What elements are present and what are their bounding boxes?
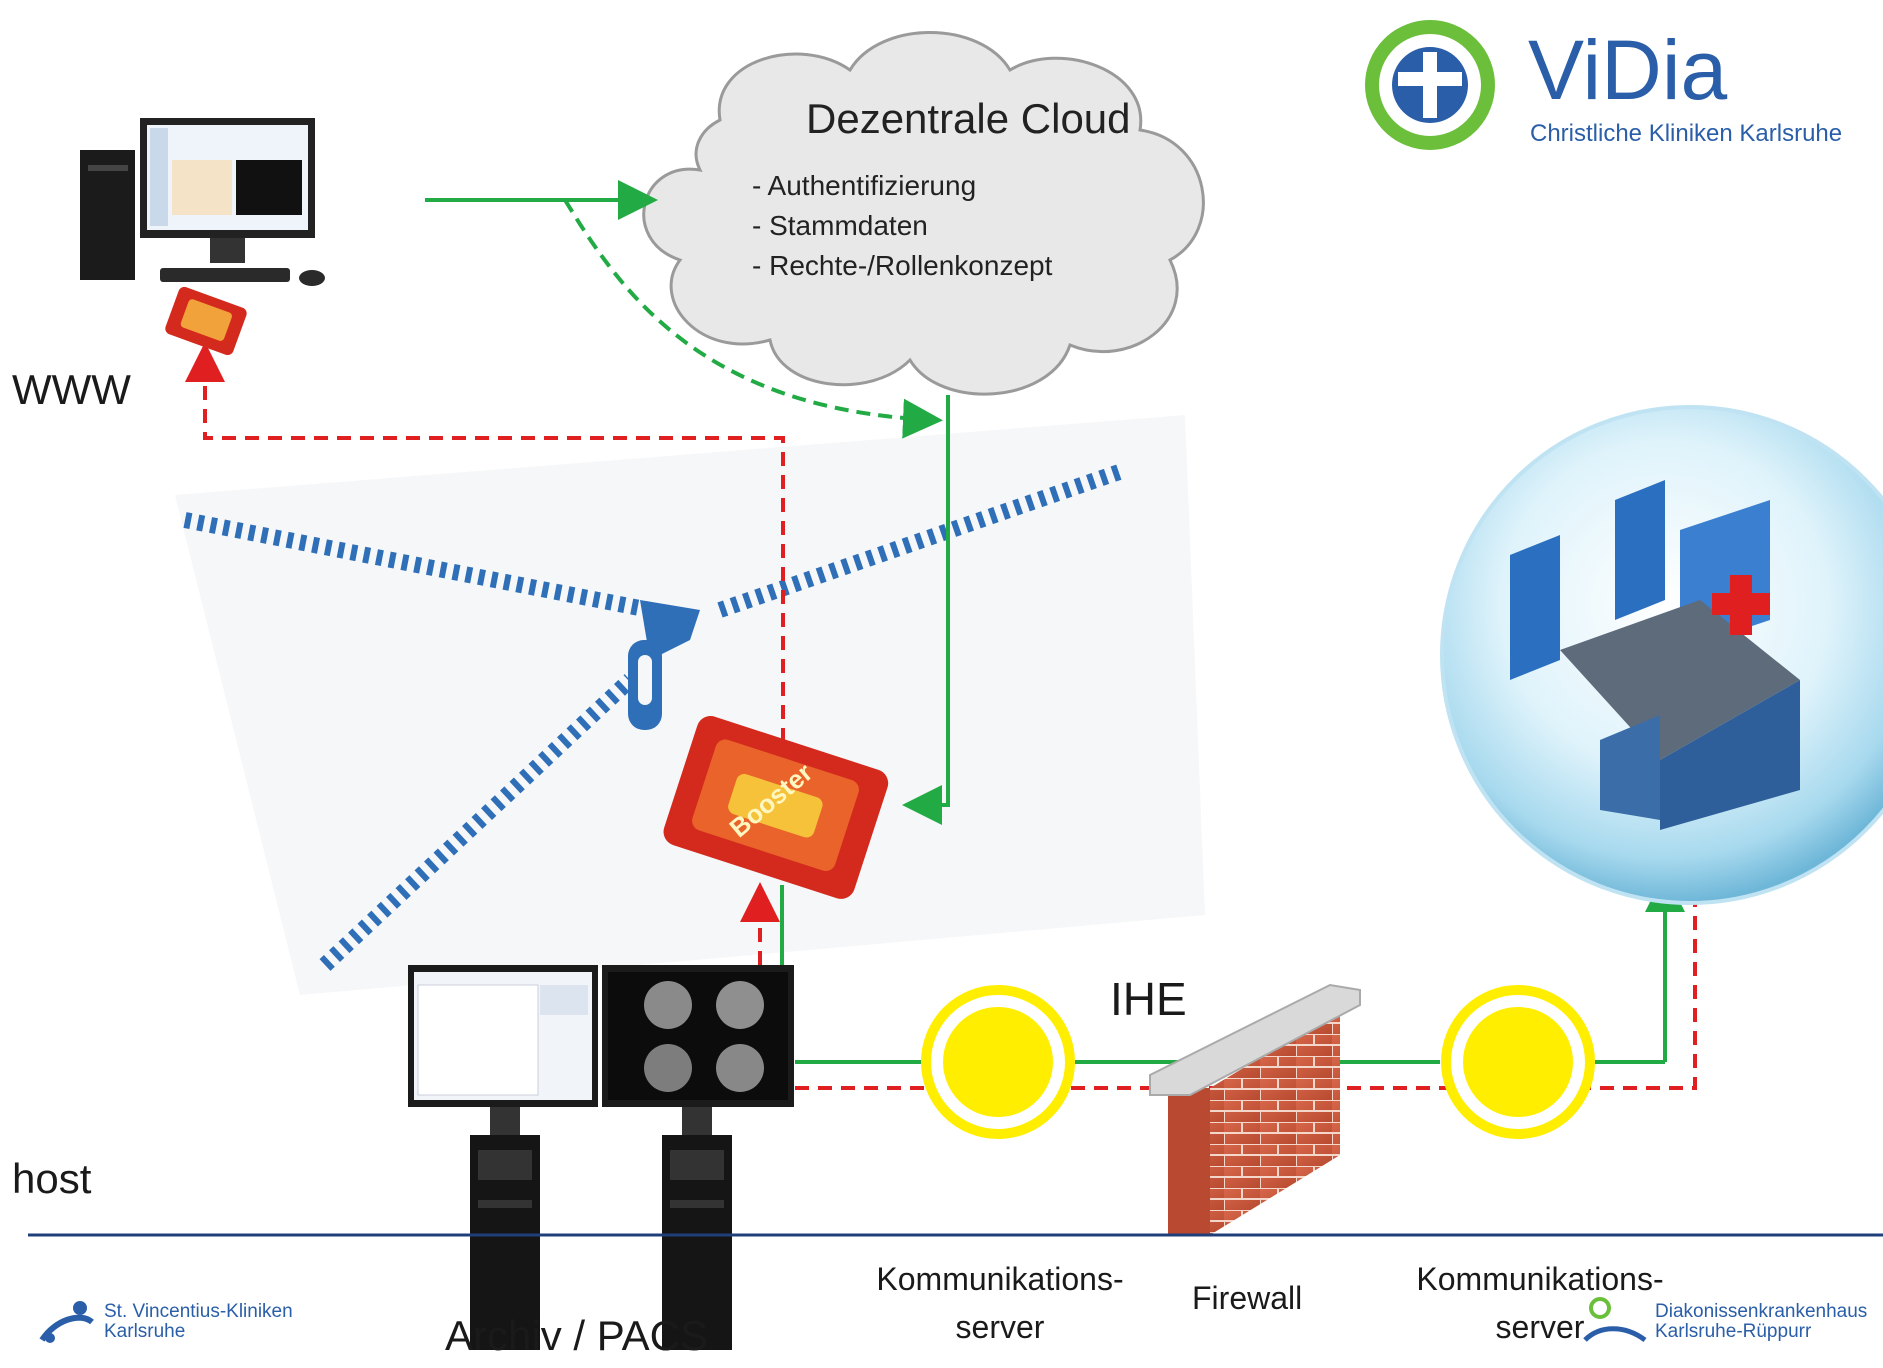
diakonissen-logo-icon [1583,1297,1647,1343]
cloud-title: Dezentrale Cloud [806,95,1131,142]
footer-left-logo-text: St. Vincentius-Kliniken Karlsruhe [104,1302,293,1342]
host-label: host [12,1155,92,1202]
pacs-tower-right-icon [662,1135,732,1350]
archive-pacs-label: Archiv / PACS [445,1312,708,1359]
www-desktop-computer-icon [80,118,325,286]
firewall-wall-icon [1149,983,1361,1235]
comm-server-left-node [921,985,1075,1139]
pacs-tower-left-icon [470,1135,540,1350]
cloud-shape [642,31,1205,396]
comm-server-right-line2: server [1495,1309,1585,1345]
cloud-item-1: - Authentifizierung [752,170,977,201]
ihe-label: IHE [1110,973,1187,1025]
booster-small-icon [165,286,247,356]
brand-logo-text: ViDia [1528,23,1728,117]
red-dashed-connections [185,342,1697,1090]
footer-right-line1: Diakonissenkrankenhaus [1655,1301,1868,1322]
pacs-monitor-stands [490,1107,712,1135]
comm-server-right-line1: Kommunikations- [1416,1261,1664,1297]
zipper-upper-band [183,462,1128,618]
cloud-item-3: - Rechte-/Rollenkonzept [752,250,1053,281]
comm-server-left-line1: Kommunikations- [876,1261,1124,1297]
hospital-bubble-icon [1440,405,1883,905]
booster-large-icon [663,716,889,899]
www-label: WWW [12,366,131,413]
zipper-backdrop [175,415,1205,995]
zipper-slider-icon [628,600,700,730]
footer-right-line2: Karlsruhe-Rüppurr [1655,1321,1812,1342]
comm-server-left-label: Kommunikations- server [855,1255,1145,1351]
footer-left-line2: Karlsruhe [104,1321,186,1342]
cloud-item-2: - Stammdaten [752,210,928,241]
comm-server-left-line2: server [955,1309,1045,1345]
pacs-monitor-right-icon [602,965,794,1107]
firewall-label: Firewall [1192,1280,1303,1316]
footer-left-line1: St. Vincentius-Kliniken [104,1301,293,1322]
comm-server-right-label: Kommunikations- server [1395,1255,1685,1351]
comm-server-right-node [1441,985,1595,1139]
vincentius-logo-icon [39,1301,94,1343]
footer-right-logo-text: Diakonissenkrankenhaus Karlsruhe-Rüppurr [1655,1302,1867,1342]
brand-subtitle: Christliche Kliniken Karlsruhe [1530,120,1843,147]
pacs-monitor-left-icon [408,965,598,1107]
zipper-lower-band [319,674,636,971]
vidia-logo-icon [1365,20,1495,150]
